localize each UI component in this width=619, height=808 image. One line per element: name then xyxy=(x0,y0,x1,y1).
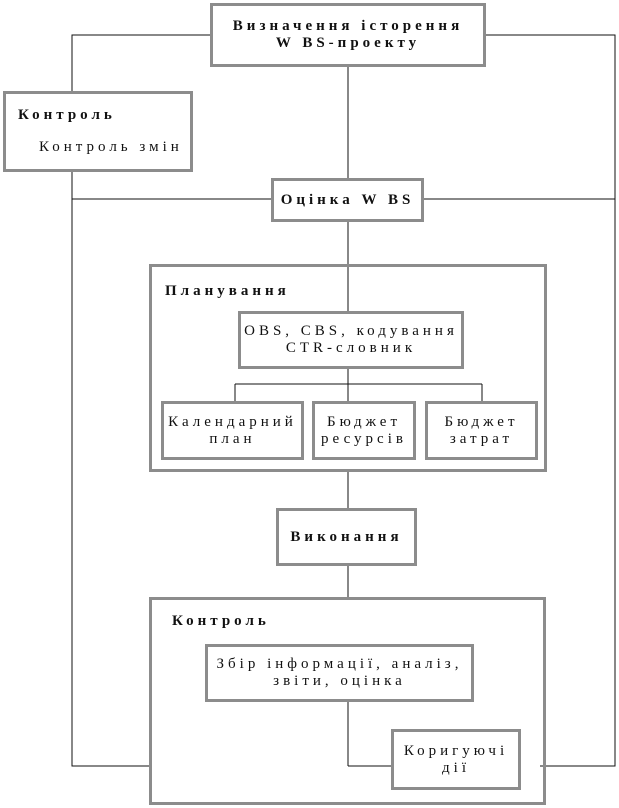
cost-budget-line2: затрат xyxy=(449,430,514,447)
wbs-definition-line1: Визначення історення xyxy=(232,18,464,34)
obs-cbs-line2: CTR-словник xyxy=(285,340,417,356)
execution-label: Виконання xyxy=(290,528,403,545)
info-collection-line1: Збір інформації, аналіз, xyxy=(216,656,463,672)
corrective-actions-line1: Коригуючі xyxy=(403,742,509,759)
calendar-plan-box: Календарний план xyxy=(161,401,304,460)
corrective-actions-line2: дії xyxy=(442,759,470,776)
resource-budget-line2: ресурсів xyxy=(321,430,407,447)
calendar-plan-line2: план xyxy=(209,430,256,447)
planning-frame: Планування xyxy=(149,264,547,472)
wbs-estimate-label: Оцінка W BS xyxy=(280,191,415,208)
change-control-box: Контроль Контроль змін xyxy=(3,91,193,172)
wbs-definition-box: Визначення історення W BS-проекту xyxy=(210,3,486,67)
control-title: Контроль xyxy=(172,613,270,629)
obs-cbs-box: OBS, CBS, кодування CTR-словник xyxy=(238,311,464,369)
planning-title: Планування xyxy=(165,283,290,299)
resource-budget-line1: Бюджет xyxy=(326,413,402,430)
info-collection-box: Збір інформації, аналіз, звіти, оцінка xyxy=(205,644,474,702)
corrective-actions-box: Коригуючі дії xyxy=(391,729,521,790)
wbs-definition-line2: W BS-проекту xyxy=(275,35,421,51)
calendar-plan-line1: Календарний xyxy=(168,413,297,430)
obs-cbs-line1: OBS, CBS, кодування xyxy=(244,323,458,339)
cost-budget-line1: Бюджет xyxy=(444,413,519,430)
cost-budget-box: Бюджет затрат xyxy=(425,401,538,460)
resource-budget-box: Бюджет ресурсів xyxy=(312,401,416,460)
change-control-title: Контроль xyxy=(18,107,116,123)
wbs-estimate-box: Оцінка W BS xyxy=(271,178,424,222)
info-collection-line2: звіти, оцінка xyxy=(273,673,406,689)
change-control-subtitle: Контроль змін xyxy=(39,139,183,155)
execution-box: Виконання xyxy=(276,508,417,566)
control-frame: Контроль xyxy=(149,597,546,805)
